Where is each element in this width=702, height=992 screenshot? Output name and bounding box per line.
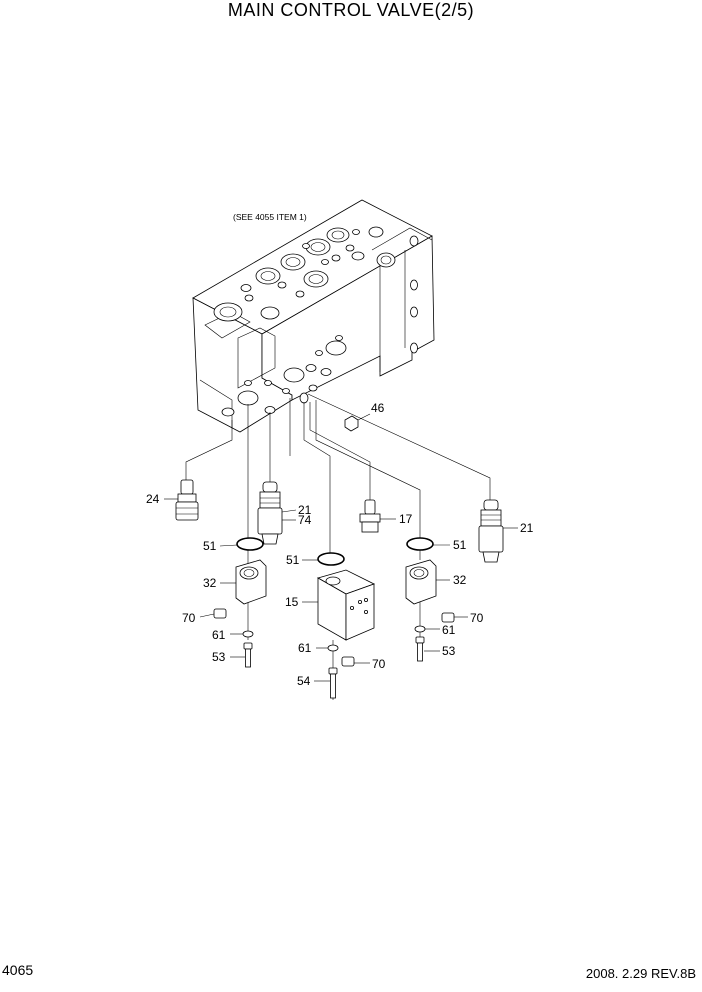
part-61-washers	[230, 625, 440, 652]
callout-54: 54	[297, 674, 311, 688]
callout-53-right: 53	[442, 644, 456, 658]
part-24-valve	[164, 479, 199, 521]
revision-date: 2008. 2.29 REV.8B	[585, 966, 696, 981]
callout-21-left: 21	[298, 503, 312, 517]
callout-70-right: 70	[470, 611, 484, 625]
callout-61-right: 61	[442, 623, 456, 637]
part-17-fitting	[359, 499, 396, 533]
valve-body	[192, 199, 435, 433]
page-title: MAIN CONTROL VALVE(2/5)	[227, 0, 475, 20]
callout-32-left: 32	[203, 576, 217, 590]
callout-61-center: 61	[298, 641, 312, 655]
callout-32-right: 32	[453, 573, 467, 587]
reference-note: (SEE 4055 ITEM 1)	[233, 212, 307, 222]
callout-51-left: 51	[203, 539, 217, 553]
callout-15: 15	[285, 595, 299, 609]
callout-70-center: 70	[372, 657, 386, 671]
part-70-plugs	[199, 608, 468, 667]
callout-24: 24	[146, 492, 160, 506]
part-32-right-cap	[405, 559, 450, 605]
part-51-orings	[219, 537, 450, 566]
part-15-block	[302, 569, 376, 641]
part-32-left-cap	[220, 559, 267, 605]
callout-74: 74	[298, 513, 312, 527]
callout-51-right: 51	[453, 538, 467, 552]
callout-53-left: 53	[212, 650, 226, 664]
callout-21-right: 21	[520, 521, 534, 535]
callout-61-left: 61	[212, 628, 226, 642]
callout-51-center: 51	[286, 553, 300, 567]
callout-70-left: 70	[182, 611, 196, 625]
callout-17: 17	[399, 512, 413, 526]
part-21-left-valve	[257, 481, 297, 545]
part-53-54-bolts	[230, 636, 440, 699]
part-21-right-valve	[478, 499, 518, 563]
page-number: 4065	[2, 962, 34, 978]
part-46-plug	[344, 413, 371, 432]
callout-46: 46	[371, 401, 385, 415]
